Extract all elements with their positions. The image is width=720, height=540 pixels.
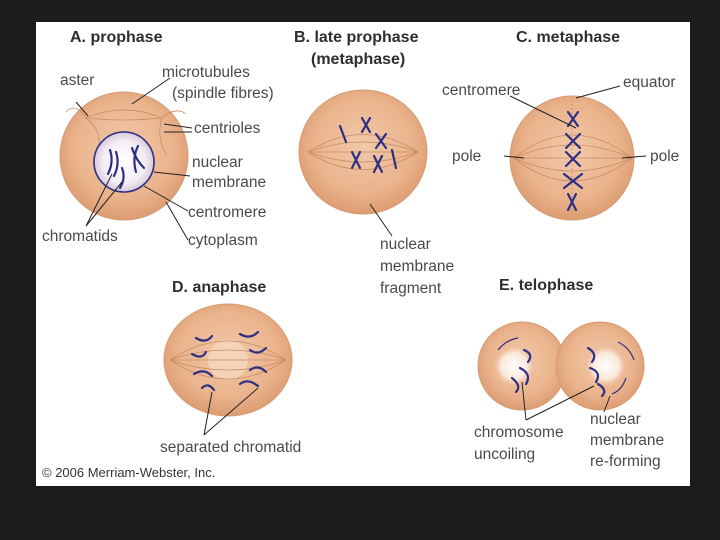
mitosis-diagram: A. prophase B. late prophase (metaphase)… bbox=[36, 22, 690, 486]
label-uncoiling: uncoiling bbox=[474, 446, 536, 463]
title-late-prophase: B. late prophase bbox=[294, 29, 419, 46]
spindle-b bbox=[307, 134, 419, 170]
chromosomes-uncoiling-e bbox=[510, 346, 606, 398]
separated-chromatids-d bbox=[190, 330, 268, 392]
label-membrane-b: membrane bbox=[380, 258, 455, 275]
label-cytoplasm: cytoplasm bbox=[188, 232, 258, 249]
chromatids-a bbox=[106, 144, 146, 190]
spindle-d bbox=[169, 340, 287, 380]
cell-late-prophase bbox=[298, 89, 428, 215]
label-microtubules: microtubules bbox=[162, 64, 250, 81]
label-nuclear-e: nuclear bbox=[590, 411, 641, 428]
subtitle-late-prophase: (metaphase) bbox=[311, 51, 406, 68]
title-prophase: A. prophase bbox=[70, 29, 163, 46]
cell-telophase bbox=[477, 321, 645, 411]
cell-anaphase bbox=[163, 303, 293, 417]
label-nuclear: nuclear bbox=[192, 154, 243, 171]
label-pole-left: pole bbox=[452, 148, 482, 165]
copyright-notice: © 2006 Merriam-Webster, Inc. bbox=[42, 465, 216, 480]
chromosomes-c bbox=[562, 110, 584, 212]
label-centromere-c: centromere bbox=[442, 82, 521, 99]
label-chromatids: chromatids bbox=[42, 228, 118, 245]
spindle-c bbox=[513, 134, 633, 182]
label-separated-chromatid: separated chromatid bbox=[160, 439, 302, 456]
label-fragment: fragment bbox=[380, 280, 442, 297]
leader-lines bbox=[75, 77, 647, 436]
cell-prophase bbox=[59, 91, 189, 221]
label-pole-right: pole bbox=[650, 148, 680, 165]
title-anaphase: D. anaphase bbox=[172, 279, 267, 296]
nuclear-membrane-a bbox=[93, 131, 155, 193]
label-spindle-fibres: (spindle fibres) bbox=[172, 85, 274, 102]
title-telophase: E. telophase bbox=[499, 277, 594, 294]
chromosomes-b bbox=[338, 116, 398, 174]
label-membrane-e: membrane bbox=[590, 432, 665, 449]
label-aster: aster bbox=[60, 72, 95, 89]
mitosis-illustration bbox=[59, 77, 647, 436]
label-chromosome: chromosome bbox=[474, 424, 564, 441]
label-equator: equator bbox=[623, 74, 676, 91]
label-centromere-a: centromere bbox=[188, 204, 267, 221]
nuclear-membrane-reforming bbox=[497, 337, 635, 395]
label-centrioles: centrioles bbox=[194, 120, 261, 137]
label-nuclear-b: nuclear bbox=[380, 236, 431, 253]
aster-fibres bbox=[65, 107, 187, 163]
cell-metaphase bbox=[509, 95, 635, 221]
title-metaphase: C. metaphase bbox=[516, 29, 621, 46]
label-membrane: membrane bbox=[192, 174, 267, 191]
label-re-forming: re-forming bbox=[590, 453, 661, 470]
